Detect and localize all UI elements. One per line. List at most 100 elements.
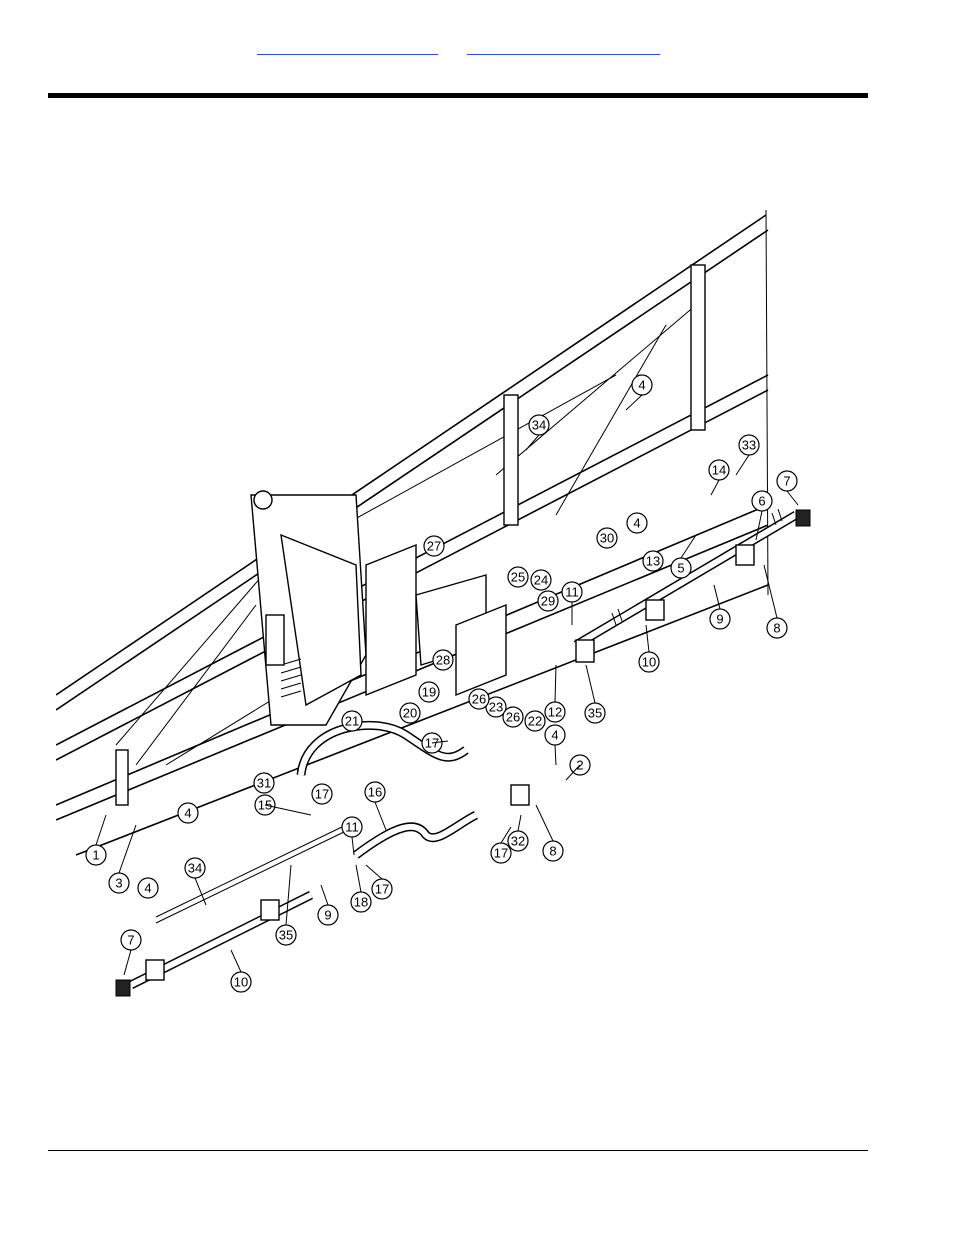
svg-text:17: 17 (375, 882, 389, 897)
header-rule (48, 93, 868, 98)
svg-text:19: 19 (422, 685, 436, 700)
svg-text:4: 4 (184, 806, 191, 821)
callout-5: 5 (670, 557, 692, 579)
callout-16: 16 (364, 781, 386, 803)
svg-text:28: 28 (436, 653, 450, 668)
svg-text:4: 4 (638, 378, 645, 393)
callout-21: 21 (341, 710, 363, 732)
svg-text:26: 26 (472, 692, 486, 707)
svg-text:11: 11 (565, 585, 579, 600)
svg-text:10: 10 (234, 975, 248, 990)
header-link-left[interactable] (257, 40, 438, 55)
svg-text:23: 23 (489, 700, 503, 715)
callout-10b: 10 (230, 971, 252, 993)
callout-9b: 9 (317, 904, 339, 926)
callout-31: 31 (253, 772, 275, 794)
svg-text:1: 1 (92, 848, 99, 863)
callout-34a: 34 (528, 414, 550, 436)
header-link-right[interactable] (467, 40, 660, 55)
svg-text:34: 34 (532, 418, 546, 433)
callout-7a: 7 (776, 470, 798, 492)
callout-3: 3 (108, 872, 130, 894)
svg-text:24: 24 (534, 573, 548, 588)
callout-4e: 4 (137, 877, 159, 899)
callout-22: 22 (524, 710, 546, 732)
svg-text:35: 35 (588, 706, 602, 721)
callout-33: 33 (738, 434, 760, 456)
callout-18: 18 (350, 891, 372, 913)
callout-4c: 4 (544, 724, 566, 746)
svg-text:8: 8 (549, 844, 556, 859)
svg-text:33: 33 (742, 438, 756, 453)
svg-text:16: 16 (368, 785, 382, 800)
callout-24: 24 (530, 569, 552, 591)
callout-17b: 17 (311, 783, 333, 805)
exploded-parts-diagram: 1 2 3 4 4 4 4 4 5 6 7 7 8 8 9 9 10 10 11… (56, 209, 811, 997)
callout-8b: 8 (542, 840, 564, 862)
callout-14: 14 (708, 459, 730, 481)
svg-text:17: 17 (315, 787, 329, 802)
footer-rule (48, 1150, 868, 1151)
svg-text:7: 7 (783, 474, 790, 489)
callout-26b: 26 (502, 706, 524, 728)
svg-text:13: 13 (646, 554, 660, 569)
callout-26a: 26 (468, 688, 490, 710)
callout-35b: 35 (275, 924, 297, 946)
svg-text:11: 11 (345, 820, 359, 835)
svg-text:20: 20 (403, 706, 417, 721)
callout-29: 29 (537, 590, 559, 612)
svg-text:34: 34 (188, 861, 202, 876)
svg-text:5: 5 (677, 561, 684, 576)
callout-27: 27 (423, 535, 445, 557)
boom-frame (56, 209, 811, 997)
callout-8a: 8 (766, 617, 788, 639)
svg-text:8: 8 (773, 621, 780, 636)
svg-text:4: 4 (633, 516, 640, 531)
callout-17c: 17 (371, 878, 393, 900)
svg-text:32: 32 (511, 834, 525, 849)
svg-text:35: 35 (279, 928, 293, 943)
svg-text:6: 6 (758, 494, 765, 509)
callout-32: 32 (507, 830, 529, 852)
svg-text:29: 29 (541, 594, 555, 609)
svg-text:22: 22 (528, 714, 542, 729)
callout-20: 20 (399, 702, 421, 724)
callout-23: 23 (485, 696, 507, 718)
svg-text:9: 9 (324, 908, 331, 923)
svg-text:10: 10 (642, 655, 656, 670)
svg-text:30: 30 (600, 531, 614, 546)
callout-13: 13 (642, 550, 664, 572)
callout-25: 25 (507, 566, 529, 588)
callout-28: 28 (432, 649, 454, 671)
svg-text:7: 7 (127, 933, 134, 948)
svg-text:21: 21 (345, 714, 359, 729)
callout-19: 19 (418, 681, 440, 703)
svg-text:18: 18 (354, 895, 368, 910)
callout-6: 6 (751, 490, 773, 512)
callout-9a: 9 (709, 608, 731, 630)
callout-35a: 35 (584, 702, 606, 724)
callout-34b: 34 (184, 857, 206, 879)
svg-text:25: 25 (511, 570, 525, 585)
svg-text:12: 12 (548, 705, 562, 720)
svg-text:27: 27 (427, 539, 441, 554)
svg-text:9: 9 (716, 612, 723, 627)
callout-11b: 11 (341, 816, 363, 838)
callout-4b: 4 (626, 512, 648, 534)
callout-7b: 7 (120, 929, 142, 951)
svg-text:3: 3 (115, 876, 122, 891)
callout-30: 30 (596, 527, 618, 549)
callout-4a: 4 (631, 374, 653, 396)
callout-4d: 4 (177, 802, 199, 824)
callout-10a: 10 (638, 651, 660, 673)
callout-layer: 1 2 3 4 4 4 4 4 5 6 7 7 8 8 9 9 10 10 11… (85, 374, 799, 993)
callout-12: 12 (544, 701, 566, 723)
svg-text:17: 17 (494, 846, 508, 861)
svg-text:26: 26 (506, 710, 520, 725)
callout-1: 1 (85, 844, 107, 866)
callout-17d: 17 (490, 842, 512, 864)
svg-text:4: 4 (551, 728, 558, 743)
callout-11a: 11 (561, 581, 583, 603)
svg-text:4: 4 (144, 881, 151, 896)
svg-text:31: 31 (257, 776, 271, 791)
